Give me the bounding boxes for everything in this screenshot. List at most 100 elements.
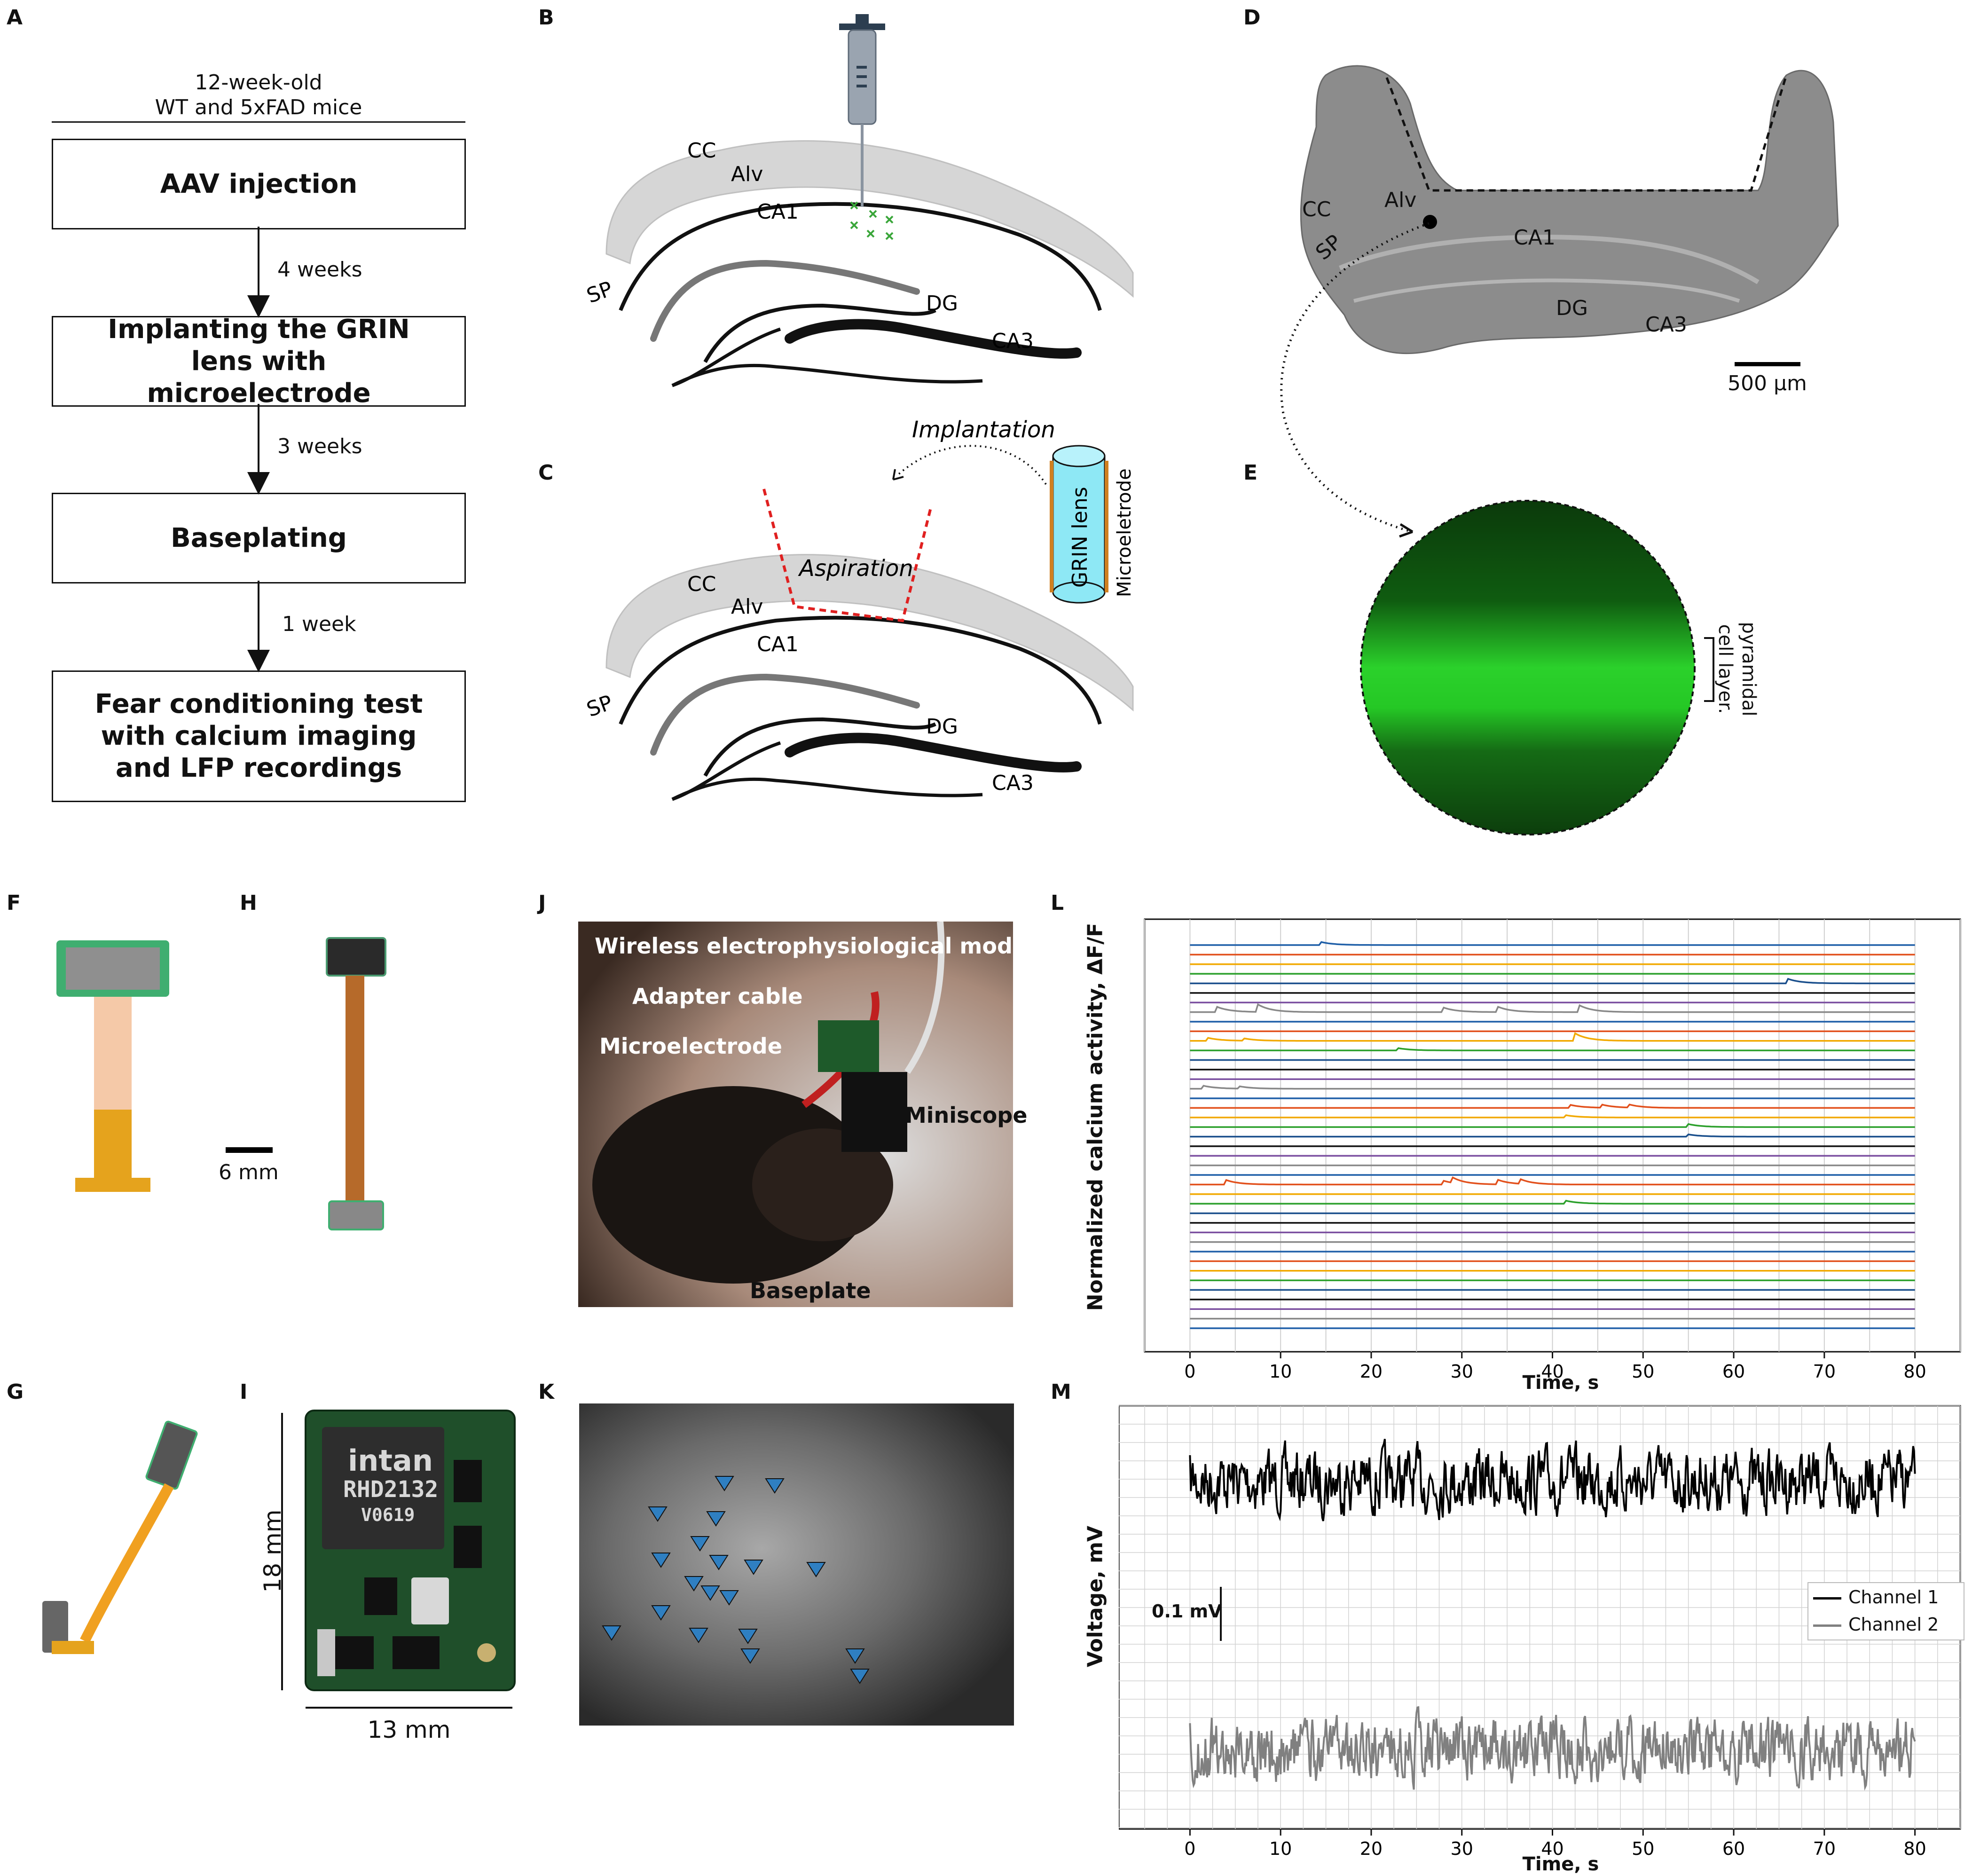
step-label: AAV injection [160,168,358,199]
panel-g-letter: G [7,1380,24,1404]
panel-d-letter: D [1243,6,1261,30]
legend-ch1: Channel 1 [1848,1587,1939,1608]
scale-bar-d [1735,362,1800,366]
calcium-trace [1190,1114,1915,1119]
aspiration-outline [762,489,932,623]
panel-c-letter: C [538,461,554,485]
panel-a-arrows [247,227,270,672]
injection-sites [850,201,894,240]
x-tick-label: 20 [1360,1361,1383,1380]
dentate-gyrus-upper [703,717,936,777]
hippocampus-schematic-b: CC Alv CA1 SP DG CA3 [583,14,1134,387]
legend-swatch-ch2 [1813,1624,1841,1627]
dentate-gyrus-upper [703,303,936,363]
x-tick-label: 80 [1903,1838,1926,1859]
fov-fluorescence-image [1360,500,1696,836]
label-cc: CC [1302,197,1331,221]
recording-site-dot [1423,215,1437,229]
calcium-trace [1190,941,1915,946]
panel-f-letter: F [7,891,21,915]
mouse-photo [578,922,1013,1307]
panel-h-letter: H [240,891,257,915]
label-cc: CC [687,139,716,163]
step-implant-grin: Implanting the GRIN lens with microelect… [52,314,466,409]
step-aav-injection: AAV injection [52,139,466,229]
calcium-trace [1190,977,1915,985]
corpus-callosum [605,140,1134,298]
implantation-arrowhead [892,469,904,481]
chip-model: RHD2132 [343,1476,439,1503]
layer-bracket [1704,637,1714,702]
calcium-trace [1190,1199,1915,1205]
panel-k-letter: K [538,1380,555,1404]
alveus-line [619,202,1102,311]
interval-1-week: 1 week [282,612,356,636]
dentate-gyrus-lower [671,777,983,801]
label-microelectrode: Microelectrode [599,1033,782,1059]
calcium-trace [1190,1176,1915,1186]
dg-curve [1353,278,1740,303]
layer-label-2: cell layer. [1714,624,1736,714]
l-ylabel: Normalized calcium activity, ΔF/F [1083,922,1108,1311]
label-wireless-module: Wireless electrophysiological module [595,933,1050,959]
x-tick-label: 50 [1632,1838,1654,1859]
label-sp: SP [583,277,616,308]
label-dg: DG [1556,296,1588,320]
lfp-trace [1189,1706,1916,1791]
height-label: 18 mm [259,1509,286,1593]
cohort-header-rule [52,121,465,123]
width-label: 13 mm [367,1716,451,1743]
label-ca1: CA1 [757,632,799,656]
scale-bar-h [226,1147,273,1153]
m-scale-label: 0.1 mV [1152,1601,1222,1622]
m-legend: Channel 1 Channel 2 [1807,1582,1964,1640]
cell-markers [602,1476,870,1684]
step-label: Baseplating [171,522,347,553]
label-alv: Alv [731,162,763,186]
panel-l-letter: L [1051,891,1064,915]
flex-cable-f-photo [56,940,169,1192]
hilus-outline [671,327,781,387]
interval-4-weeks: 4 weeks [277,258,362,282]
panel-j-letter: J [538,891,546,915]
label-dg: DG [926,715,958,739]
x-tick-label: 50 [1632,1361,1654,1380]
m-scale-bar [1220,1587,1222,1641]
x-tick-label: 30 [1451,1838,1473,1859]
l-xlabel: Time, s [1522,1372,1599,1394]
grin-lens-cylinder [1050,445,1108,604]
x-tick-label: 40 [1541,1361,1564,1380]
calcium-trace [1190,1047,1915,1051]
d-to-e-link [1280,222,1430,538]
label-ca1: CA1 [757,200,799,224]
label-sp: SP [583,691,616,722]
calcium-trace [1190,1032,1915,1042]
x-tick-label: 70 [1813,1361,1836,1380]
interval-3-weeks: 3 weeks [277,434,362,458]
amplifier-board-photo [305,1410,516,1691]
miniscope-fov-photo [579,1403,1014,1726]
label-alv: Alv [731,595,763,619]
scale-label-d: 500 µm [1728,371,1807,395]
alveus-line [619,615,1102,725]
aspiration-label: Aspiration [798,555,913,582]
chip-brand: intan [348,1443,433,1478]
label-cc: CC [687,572,716,596]
ca3-band [785,319,1082,359]
x-tick-label: 20 [1360,1838,1383,1859]
width-dimension-line [306,1707,512,1709]
cell-layer-curve [1339,235,1760,284]
stratum-pyramidale [650,260,920,342]
calcium-trace [1190,1133,1915,1138]
microelectrode-label: Microeletrode [1114,468,1135,597]
label-ca1: CA1 [1514,226,1556,250]
x-tick-label: 80 [1903,1361,1926,1380]
x-tick-label: 10 [1269,1838,1292,1859]
x-tick-label: 30 [1451,1361,1473,1380]
panel-a-letter: A [7,6,23,30]
scale-label-h: 6 mm [219,1160,279,1184]
layer-label-1: pyramidal [1738,622,1760,717]
lfp-trace [1189,1439,1916,1521]
legend-ch2: Channel 2 [1848,1614,1939,1635]
label-baseplate: Baseplate [750,1278,871,1303]
